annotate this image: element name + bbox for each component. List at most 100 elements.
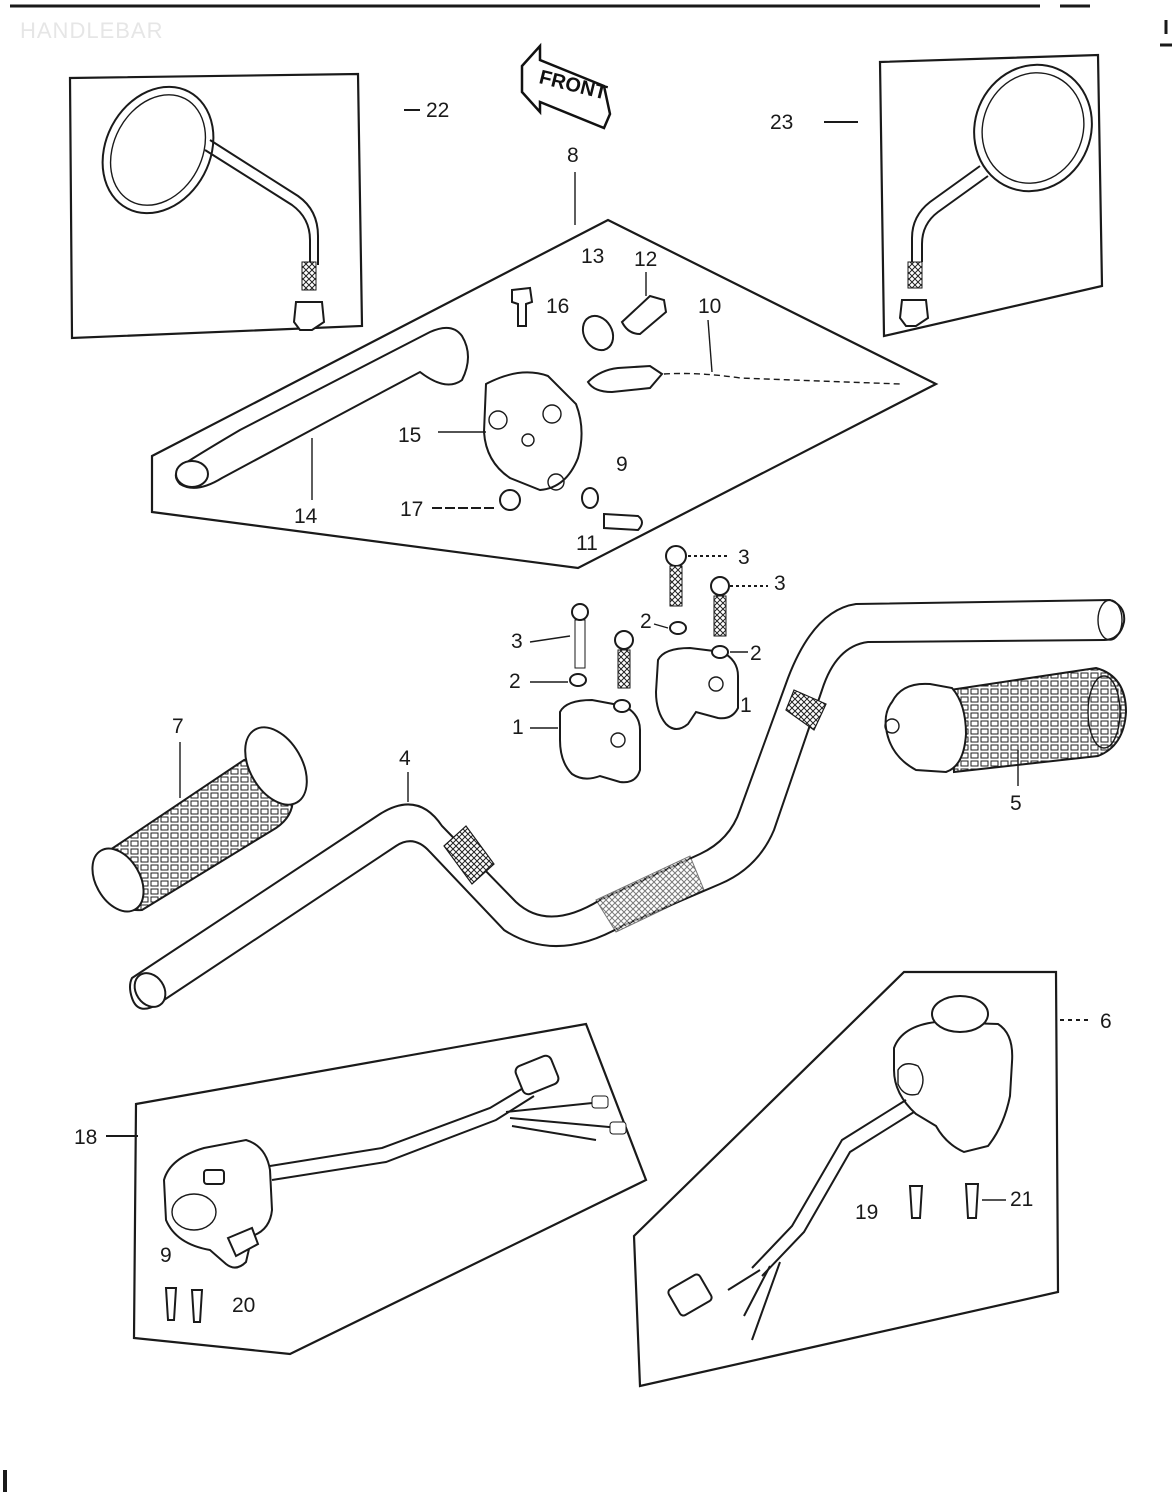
left-switch-button	[203, 1169, 225, 1185]
left-mirror-frame	[68, 72, 364, 340]
bolt-head-3a	[665, 545, 687, 567]
bolt-shank-3a	[669, 565, 683, 607]
callout-19-right: 19	[855, 1201, 878, 1224]
lower-holder-left-hole	[610, 732, 626, 748]
callout-4: 4	[399, 747, 411, 770]
front-arrow-shape	[520, 42, 612, 130]
callout-19-left: 9	[160, 1244, 172, 1267]
right-grip-end	[1087, 675, 1121, 749]
upper-holder-right	[654, 646, 739, 730]
lock-nut-13	[581, 314, 615, 352]
left-mirror-nut	[292, 301, 326, 331]
callout-2-right: 2	[750, 642, 762, 665]
callout-7: 7	[172, 715, 184, 738]
pivot-bolt-11	[603, 512, 643, 532]
page-title: HANDLEBAR	[20, 18, 163, 43]
washer-2a	[669, 621, 687, 635]
clutch-holder-hole-2	[542, 404, 562, 424]
callout-14: 14	[294, 505, 318, 528]
left-mirror-inner	[109, 94, 207, 206]
right-switch-bore	[897, 1063, 924, 1096]
right-mirror-stem-2	[921, 175, 989, 262]
leader-10	[707, 319, 713, 373]
clutch-cable-10	[663, 372, 901, 385]
callout-23: 23	[770, 111, 793, 134]
right-switch-frame	[632, 970, 1060, 1388]
bolt-shank-3d	[617, 649, 631, 689]
adjuster-bolt-16	[511, 286, 534, 327]
callout-3-right: 3	[774, 572, 786, 595]
left-mirror-glass	[101, 85, 215, 215]
washer-2c	[569, 673, 587, 687]
handlebar-right-end	[1097, 599, 1123, 641]
clutch-lever-group	[150, 218, 939, 570]
callout-3-left: 3	[511, 630, 523, 653]
clutch-cable-end-10	[586, 364, 664, 394]
callout-2-mid: 2	[640, 610, 652, 633]
left-mirror-group	[68, 72, 364, 340]
callout-3-top: 3	[738, 546, 750, 569]
left-switch-harness-2	[271, 1095, 535, 1181]
clutch-lever-ball	[175, 460, 209, 488]
left-mirror-stem	[204, 149, 311, 265]
callout-18: 18	[74, 1126, 97, 1149]
leader-2-mid	[653, 623, 669, 629]
bolt-head-3c	[571, 603, 589, 621]
bolt-shank-3b	[713, 595, 727, 637]
callout-10: 10	[698, 295, 721, 318]
right-switch-housing	[893, 1020, 1014, 1154]
right-switch-harness	[751, 1099, 907, 1269]
clutch-holder-hole-3	[547, 473, 565, 491]
bolt-head-3b	[710, 576, 730, 596]
right-switch-wires	[727, 1261, 781, 1341]
handlebar-left-end	[133, 972, 167, 1008]
handlebar-holders	[559, 545, 739, 784]
right-throttle-grip	[884, 666, 1128, 774]
bolt-head-3d	[614, 630, 634, 650]
clutch-holder	[482, 371, 583, 492]
callout-15: 15	[398, 424, 421, 447]
right-mirror-thread	[907, 261, 923, 289]
washer-2b	[711, 645, 729, 659]
left-switch-harness	[269, 1083, 531, 1167]
washer-2d	[613, 699, 631, 713]
right-switch-harness-2	[761, 1111, 915, 1277]
callout-2-left: 2	[509, 670, 521, 693]
left-switch-wire-end-2	[609, 1121, 627, 1135]
left-switch-lever	[226, 1226, 260, 1258]
callout-6: 6	[1100, 1010, 1112, 1033]
right-mirror-stem	[911, 165, 981, 262]
washer-9	[581, 487, 599, 509]
right-switch-knob	[931, 995, 989, 1033]
left-grip-flange	[244, 726, 308, 806]
left-switch-wires	[505, 1101, 621, 1141]
left-switch-group	[132, 1022, 648, 1356]
lower-holder-left	[559, 698, 641, 784]
screw-20	[190, 1289, 204, 1323]
knurl-left	[443, 825, 495, 885]
left-switch-connector	[514, 1054, 560, 1096]
callout-5: 5	[1010, 792, 1022, 815]
callout-11: 11	[576, 532, 598, 555]
callout-16: 16	[546, 295, 569, 318]
callout-22: 22	[426, 99, 449, 122]
pivot-nut-17	[499, 489, 521, 511]
right-mirror-inner	[981, 72, 1085, 184]
left-switch-frame	[132, 1022, 648, 1356]
adjuster-12	[620, 294, 668, 336]
left-mirror-thread	[301, 261, 317, 291]
right-grip-body	[948, 666, 1128, 774]
callout-1-left: 1	[512, 716, 524, 739]
knurl-right	[785, 689, 827, 731]
left-grip-cap	[91, 847, 145, 913]
callout-20: 20	[232, 1294, 255, 1317]
callout-12: 12	[634, 248, 657, 271]
screw-21	[964, 1183, 980, 1219]
right-mirror-nut	[898, 299, 930, 327]
left-mirror-stem-2	[209, 139, 319, 265]
left-grip	[91, 726, 308, 913]
handlebar-outline	[129, 598, 1126, 1010]
callout-9-lever: 9	[616, 453, 628, 476]
right-mirror-frame	[878, 53, 1104, 338]
